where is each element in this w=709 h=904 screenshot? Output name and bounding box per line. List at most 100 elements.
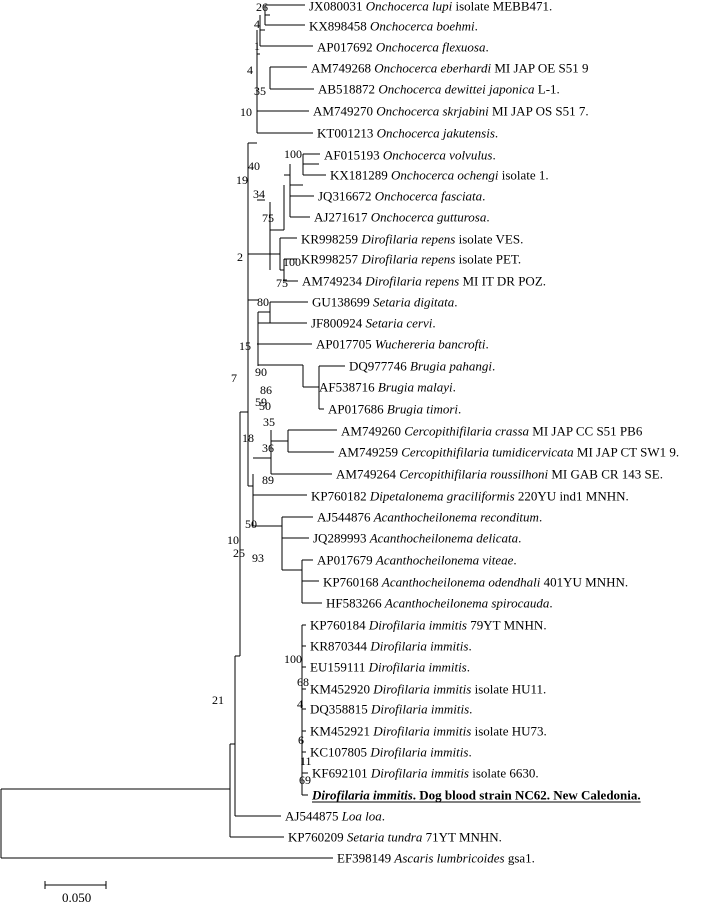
- species-name: Dirofilaria immitis: [370, 766, 469, 781]
- accession: AM749259: [338, 445, 401, 460]
- leaf-detail: MI JAP OS S51 7.: [489, 104, 589, 119]
- accession: AJ544875: [285, 809, 342, 824]
- species-name: Dirofilaria immitis: [369, 745, 468, 760]
- leaf-detail: .: [469, 702, 472, 717]
- accession: EU159111: [310, 660, 369, 675]
- leaf-detail: 220YU ind1 MNHN.: [515, 489, 629, 504]
- accession: KT001213: [317, 126, 377, 141]
- accession: KP760184: [310, 618, 369, 633]
- leaf-detail: .: [453, 380, 456, 395]
- accession: AJ544876: [317, 510, 374, 525]
- species-name: Wuchereria bancrofti: [375, 337, 486, 352]
- leaf-label: AM749264 Cercopithifilaria roussilhoni M…: [336, 467, 663, 482]
- leaf-label: KP760209 Setaria tundra 71YT MNHN.: [288, 830, 502, 845]
- leaf-detail: .: [382, 809, 385, 824]
- species-name: Onchocerca ochengi: [391, 168, 499, 183]
- accession: KX898458: [309, 19, 370, 34]
- leaf-detail: . Dog blood strain NC62. New Caledonia.: [413, 788, 641, 803]
- leaf-label: AM749270 Onchocerca skrjabini MI JAP OS …: [313, 104, 589, 119]
- accession: JQ289993: [313, 531, 370, 546]
- species-name: Onchocerca eberhardi: [374, 61, 491, 76]
- bootstrap-value: 40: [248, 159, 260, 173]
- species-name: Onchocerca volvulus: [383, 148, 493, 163]
- leaf-label: GU138699 Setaria digitata.: [312, 295, 458, 310]
- leaf-label: KR998259 Dirofilaria repens isolate VES.: [301, 232, 523, 247]
- species-name: Onchocerca flexuosa: [376, 40, 486, 55]
- leaf-label: AB518872 Onchocerca dewittei japonica L-…: [318, 82, 560, 97]
- bootstrap-value: 19: [236, 173, 248, 187]
- bootstrap-value: 50: [245, 517, 257, 531]
- species-name: Dirofilaria repens: [360, 232, 455, 247]
- leaf-detail: .: [492, 359, 495, 374]
- leaf-detail: .: [458, 402, 461, 417]
- accession: AJ271617: [314, 210, 371, 225]
- bootstrap-value: 69: [299, 773, 311, 787]
- leaf-detail: .: [468, 745, 471, 760]
- bootstrap-value: 25: [233, 546, 245, 560]
- accession: JX080031: [309, 0, 366, 14]
- species-name: Brugia pahangi: [410, 359, 492, 374]
- leaf-label: KM452921 Dirofilaria immitis isolate HU7…: [310, 724, 547, 739]
- leaf-detail: gsa1.: [505, 851, 535, 866]
- accession: AF538716: [319, 380, 378, 395]
- leaf-label: AP017686 Brugia timori.: [328, 402, 461, 417]
- accession: KM452921: [310, 724, 373, 739]
- leaf-labels: JX080031 Onchocerca lupi isolate MEBB471…: [285, 0, 679, 866]
- bootstrap-value: 36: [262, 441, 274, 455]
- leaf-detail: .: [454, 295, 457, 310]
- accession: KR998257: [301, 252, 361, 267]
- leaf-label: KR998257 Dirofilaria repens isolate PET.: [301, 252, 521, 267]
- leaf-label: AP017679 Acanthocheilonema viteae.: [317, 553, 517, 568]
- leaf-label: EU159111 Dirofilaria immitis.: [310, 660, 470, 675]
- accession: AM749260: [341, 424, 404, 439]
- leaf-label: AJ271617 Onchocerca gutturosa.: [314, 210, 490, 225]
- bootstrap-value: 2: [237, 250, 243, 264]
- leaf-label: EF398149 Ascaris lumbricoides gsa1.: [337, 851, 535, 866]
- species-name: Ascaris lumbricoides: [393, 851, 504, 866]
- leaf-label: AJ544875 Loa loa.: [285, 809, 385, 824]
- species-name: Onchocerca fasciata: [375, 189, 483, 204]
- leaf-detail: MI JAP OE S51 9: [491, 61, 588, 76]
- species-name: Acanthocheilonema viteae: [375, 553, 514, 568]
- accession: AP017692: [317, 40, 376, 55]
- leaf-label: AM749260 Cercopithifilaria crassa MI JAP…: [341, 424, 643, 439]
- bootstrap-value: 100: [283, 255, 301, 269]
- accession: KR870344: [310, 639, 370, 654]
- species-name: Dirofilaria immitis: [372, 682, 471, 697]
- accession: EF398149: [337, 851, 394, 866]
- bootstrap-value: 35: [263, 415, 275, 429]
- accession: AP017679: [317, 553, 376, 568]
- bootstrap-value: 50: [259, 399, 271, 413]
- leaf-label: DQ358815 Dirofilaria immitis.: [310, 702, 472, 717]
- leaf-detail: .: [486, 40, 489, 55]
- accession: JF800924: [311, 316, 366, 331]
- leaf-detail: 71YT MNHN.: [422, 830, 502, 845]
- leaf-label: DQ977746 Brugia pahangi.: [349, 359, 495, 374]
- species-name: Brugia malayi: [378, 380, 453, 395]
- bootstrap-value: 34: [253, 187, 265, 201]
- leaf-detail: .: [485, 337, 488, 352]
- species-name: Setaria cervi: [366, 316, 433, 331]
- accession: KF692101: [312, 766, 371, 781]
- accession: JQ316672: [318, 189, 375, 204]
- leaf-label: JF800924 Setaria cervi.: [311, 316, 436, 331]
- species-name: Brugia timori: [387, 402, 459, 417]
- accession: KP760182: [311, 489, 370, 504]
- leaf-label: AF015193 Onchocerca volvulus.: [324, 148, 496, 163]
- species-name: Dirofilaria immitis: [368, 618, 467, 633]
- leaf-label: JQ316672 Onchocerca fasciata.: [318, 189, 485, 204]
- leaf-label: JX080031 Onchocerca lupi isolate MEBB471…: [309, 0, 552, 14]
- accession: HF583266: [326, 596, 385, 611]
- species-name: Dirofilaria immitis: [368, 660, 467, 675]
- leaf-detail: .: [513, 553, 516, 568]
- leaf-label: KF692101 Dirofilaria immitis isolate 663…: [312, 766, 539, 781]
- species-name: Onchocerca boehmi: [370, 19, 475, 34]
- accession: AF015193: [324, 148, 383, 163]
- bootstrap-values: 2641435104010034751910075280159086507593…: [212, 0, 312, 787]
- bootstrap-value: 86: [260, 383, 272, 397]
- accession: KM452920: [310, 682, 373, 697]
- bootstrap-value: 35: [254, 84, 266, 98]
- tree-branches: [0, 4, 345, 859]
- leaf-label: KT001213 Onchocerca jakutensis.: [317, 126, 498, 141]
- bootstrap-value: 75: [262, 211, 274, 225]
